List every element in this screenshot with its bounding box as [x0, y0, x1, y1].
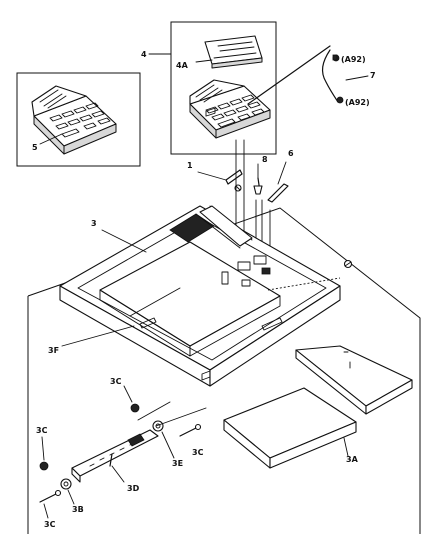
- part-3-upper-cover: [295, 345, 413, 415]
- part-1-bracket: [197, 169, 243, 192]
- callout-5: 5: [32, 143, 38, 152]
- callout-3c-b: 3C: [192, 448, 204, 457]
- part-3b-washer: [60, 478, 72, 490]
- callout-3f: 3F: [48, 346, 59, 355]
- callout-3c-d: 3C: [44, 520, 56, 529]
- part-4-assembly: [189, 79, 271, 139]
- part-3-base-housing: [59, 205, 341, 387]
- part-4a-cover: [204, 35, 263, 69]
- callout-8: 8: [262, 155, 268, 164]
- callout-3c-c: 3C: [36, 426, 48, 435]
- part-3d-rail: [71, 429, 159, 483]
- part-3a-panel: [223, 387, 357, 469]
- callout-4a: 4A: [176, 61, 189, 70]
- part-3e-fastener: [137, 401, 207, 432]
- inset-box-part-5: [16, 72, 141, 167]
- part-3-right-screw: [343, 259, 353, 269]
- callout-3e: 3E: [172, 459, 183, 468]
- callout-tag-top: (A92): [341, 55, 366, 64]
- callout-4: 4: [141, 50, 147, 59]
- callout-tag-bottom: (A92): [345, 98, 370, 107]
- callout-3a: 3A: [346, 455, 359, 464]
- callout-3d: 3D: [127, 484, 140, 493]
- callout-7: 7: [370, 71, 376, 80]
- callout-1: 1: [187, 161, 193, 170]
- callout-6: 6: [288, 149, 294, 158]
- part-8-screw: [253, 163, 263, 195]
- callout-labels: 4 4A 7 (A92) (A92) 5 1 8 6 3 3F 3C 3E 3C…: [32, 50, 376, 529]
- part-7-cable: [247, 45, 344, 105]
- callout-3b: 3B: [72, 505, 84, 514]
- part-6-clip: [267, 161, 289, 203]
- part-3c-screws: [39, 403, 202, 503]
- inset-box-part-4: [170, 21, 277, 155]
- callout-3c-a: 3C: [110, 377, 122, 386]
- callout-3: 3: [91, 219, 97, 228]
